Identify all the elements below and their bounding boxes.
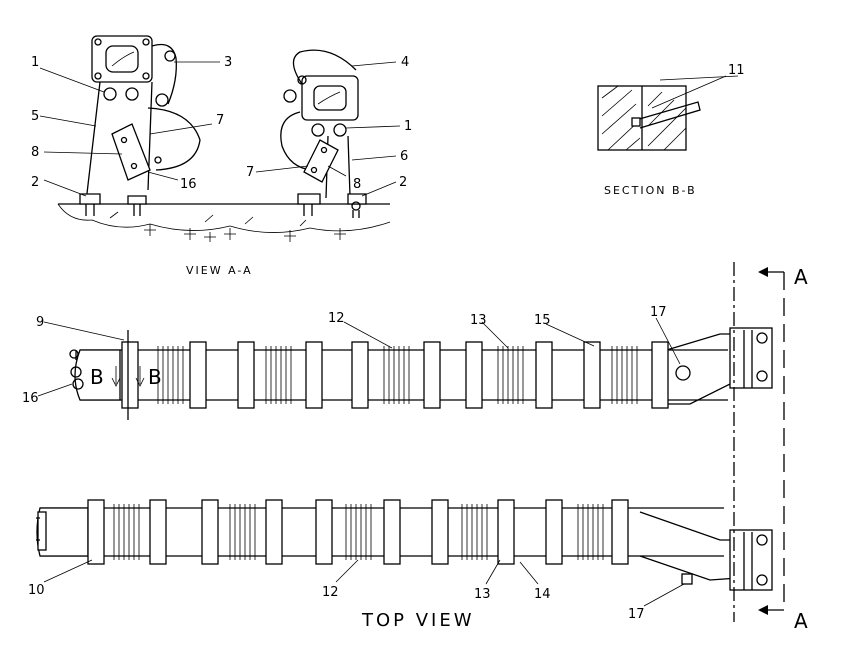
callout-7-left: 7	[216, 113, 224, 128]
callout-8-right: 8	[353, 177, 361, 192]
callout-12-top: 12	[328, 311, 345, 326]
callout-17-top: 17	[650, 305, 667, 320]
callout-17-bottom: 17	[628, 607, 645, 622]
callout-8-left: 8	[31, 145, 39, 160]
callout-11: 11	[728, 63, 745, 78]
callout-15: 15	[534, 313, 551, 328]
callout-1-left: 1	[31, 55, 39, 70]
top-view-caption: TOP VIEW	[361, 610, 475, 631]
lower-flanges	[87, 499, 629, 565]
upper-flanges	[121, 341, 669, 409]
section-bb-caption: SECTION B-B	[604, 184, 697, 197]
upper-assembly: B B 9 16 12 13 15 17	[22, 305, 773, 420]
lower-bellows	[113, 504, 604, 560]
callout-6: 6	[400, 149, 408, 164]
section-mark-a-bottom: A	[794, 609, 808, 633]
callout-4: 4	[401, 55, 409, 70]
lower-assembly: 10 12 13 14 17 TOP VIEW	[28, 499, 773, 631]
callout-7-right: 7	[246, 165, 254, 180]
callout-16-top: 16	[22, 391, 39, 406]
callout-13-top: 13	[470, 313, 487, 328]
callout-5: 5	[31, 109, 39, 124]
callout-10: 10	[28, 583, 45, 598]
callout-2-left: 2	[31, 175, 39, 190]
section-mark-b-right: B	[148, 365, 162, 389]
section-bb: 11 SECTION B-B	[597, 63, 745, 197]
section-mark-a-top: A	[794, 265, 808, 289]
base-ground	[57, 203, 391, 242]
right-manifold	[280, 49, 367, 218]
callout-9: 9	[36, 315, 44, 330]
section-mark-b-left: B	[90, 365, 104, 389]
upper-bellows	[157, 346, 638, 404]
view-aa-caption: VIEW A-A	[186, 264, 253, 277]
view-aa: 1 3 5 7 8 2 16 4 1 6 7 8 2 VIEW A-A	[31, 35, 412, 277]
view-aa-leaders	[39, 61, 401, 197]
callout-3: 3	[224, 55, 232, 70]
callout-14: 14	[534, 587, 551, 602]
section-line-aa: A A	[733, 262, 808, 633]
callout-2-right: 2	[399, 175, 407, 190]
callout-12-bottom: 12	[322, 585, 339, 600]
callout-16-view: 16	[180, 177, 197, 192]
callout-1-right: 1	[404, 119, 412, 134]
callout-13-bottom: 13	[474, 587, 491, 602]
